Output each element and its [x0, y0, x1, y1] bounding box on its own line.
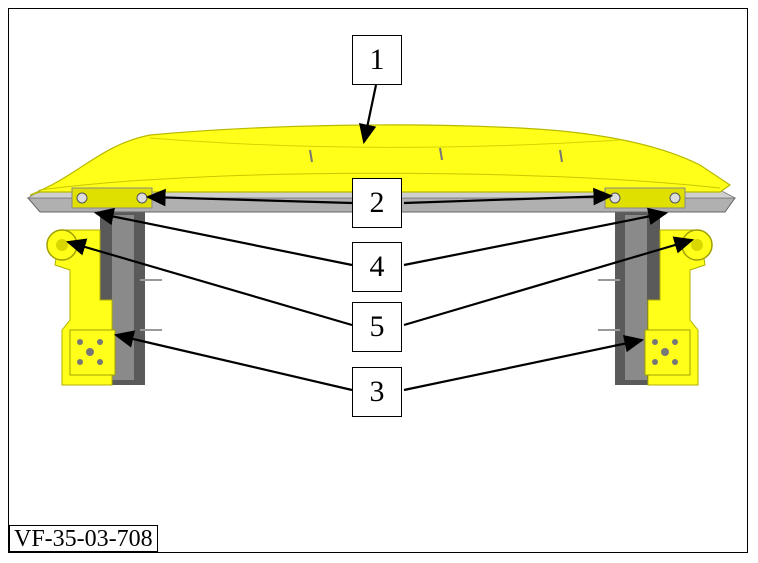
leader-lines [65, 84, 695, 392]
figure-id-label: VF-35-03-708 [9, 525, 158, 552]
callout-2: 2 [352, 178, 402, 228]
beam-fasteners [71, 187, 686, 209]
right-mount-bracket [598, 210, 713, 386]
callout-4: 4 [352, 242, 402, 292]
callout-1: 1 [352, 35, 402, 85]
bumper-cover [29, 124, 732, 196]
callout-5: 5 [352, 302, 402, 352]
left-mount-bracket [46, 210, 162, 386]
callout-3: 3 [352, 367, 402, 417]
